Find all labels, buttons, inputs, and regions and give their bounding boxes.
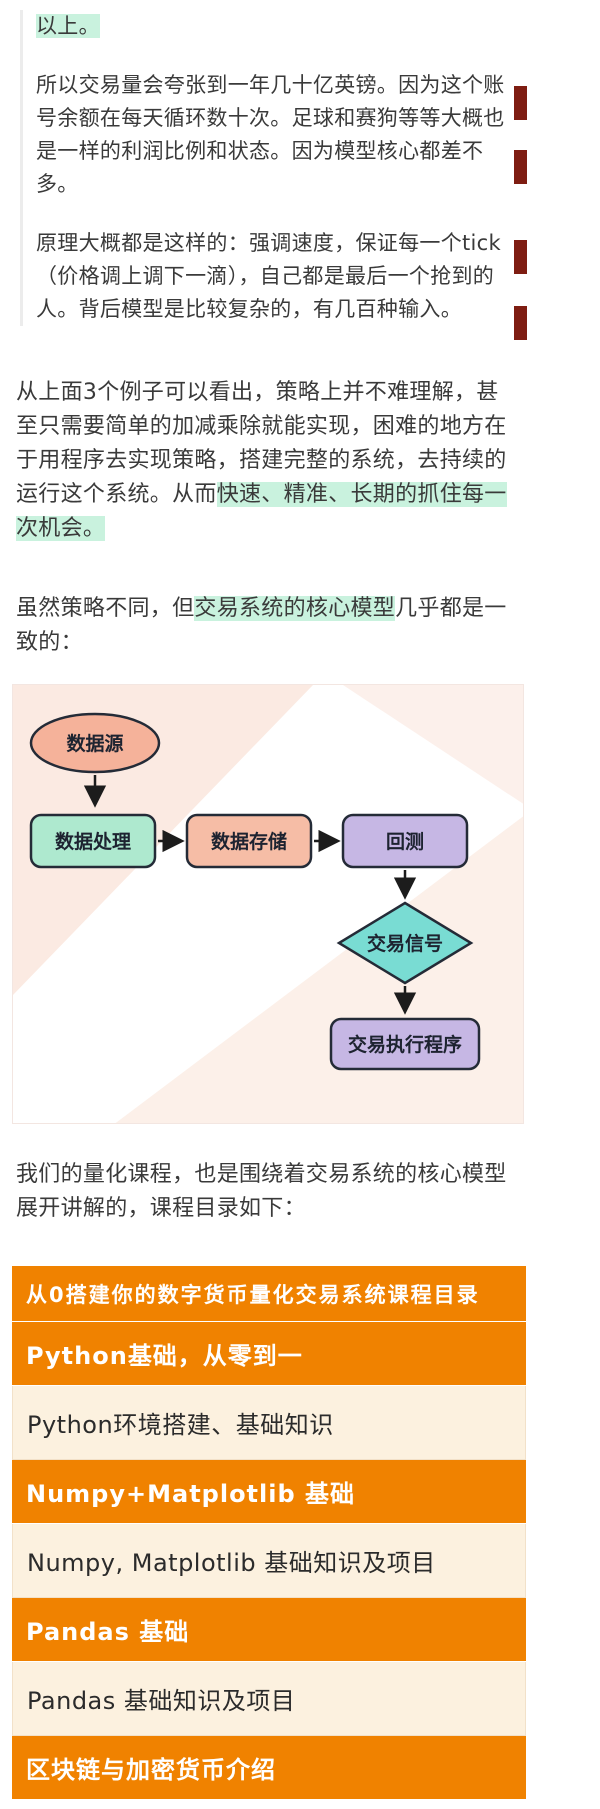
- course-item-label: Pandas 基础知识及项目: [27, 1687, 296, 1715]
- course-table-row: Python基础，从零到一: [12, 1322, 526, 1386]
- course-item-label: Numpy, Matplotlib 基础知识及项目: [27, 1549, 436, 1577]
- paragraph-course-intro: 我们的量化课程，也是围绕着交易系统的核心模型展开讲解的，课程目录如下：: [16, 1162, 507, 1221]
- course-table-row: Numpy, Matplotlib 基础知识及项目: [12, 1524, 526, 1598]
- flowchart-node-label: 数据存储: [211, 830, 287, 853]
- course-table-row: Pandas 基础知识及项目: [12, 1662, 526, 1736]
- paragraph-core-model-intro: 虽然策略不同，但交易系统的核心模型几乎都是一致的：: [16, 592, 514, 660]
- paragraph-examples-summary: 从上面3个例子可以看出，策略上并不难理解，甚至只需要简单的加减乘除就能实现，困难…: [16, 376, 514, 546]
- flowchart-node-backtest: [341, 813, 469, 869]
- edge-mark: [514, 86, 527, 120]
- flowchart-node-label: 交易信号: [367, 932, 443, 955]
- flowchart-node-data-storage: [185, 813, 313, 869]
- course-section-label: Numpy+Matplotlib 基础: [26, 1480, 356, 1508]
- course-table-row: Numpy+Matplotlib 基础: [12, 1460, 526, 1524]
- quote-line-1: 以上。: [36, 10, 520, 43]
- flowchart-node-data-processing: [29, 813, 157, 869]
- quote-block: 以上。 所以交易量会夸张到一年几十亿英镑。因为这个账号余额在每天循环数十次。足球…: [20, 10, 520, 326]
- trading-system-flowchart: 数据源 数据处理 数据存储 回测 交易信号 交易执行程序: [13, 685, 523, 1123]
- decorative-triangle: [343, 685, 523, 804]
- flowchart-node-trading-signal: [336, 901, 474, 985]
- course-section-label: Pandas 基础: [26, 1618, 190, 1646]
- course-item-label: Python环境搭建、基础知识: [27, 1411, 334, 1439]
- flowchart-card: 数据源 数据处理 数据存储 回测 交易信号 交易执行程序: [12, 684, 524, 1124]
- course-table-row: Pandas 基础: [12, 1598, 526, 1662]
- flowchart-node-label: 交易执行程序: [348, 1033, 462, 1056]
- course-table-row: Python环境搭建、基础知识: [12, 1386, 526, 1460]
- flowchart-node-data-source: [29, 712, 161, 774]
- course-table-header: 从0搭建你的数字货币量化交易系统课程目录: [12, 1266, 526, 1322]
- course-table-header-label: 从0搭建你的数字货币量化交易系统课程目录: [26, 1282, 480, 1307]
- course-section-label: Python基础，从零到一: [26, 1342, 303, 1370]
- course-table: 从0搭建你的数字货币量化交易系统课程目录 Python基础，从零到一 Pytho…: [12, 1266, 526, 1800]
- highlighted-text: 以上。: [36, 14, 100, 38]
- paragraph-text: 虽然策略不同，但: [16, 596, 195, 621]
- edge-mark: [514, 240, 527, 274]
- article-page: { "page": { "background": "#ffffff", "te…: [0, 10, 600, 1809]
- course-table-row: 区块链与加密货币介绍: [12, 1736, 526, 1800]
- flowchart-node-trade-executor: [329, 1017, 481, 1071]
- quote-paragraph-3: 原理大概都是这样的：强调速度，保证每一个tick（价格调上调下一滴），自己都是最…: [36, 231, 501, 321]
- flowchart-node-label: 数据处理: [55, 830, 131, 853]
- highlighted-text: 交易系统的核心模型: [194, 596, 396, 621]
- paragraph-text: 从上面3个例子可以看出，策略上并不难理解，甚至只需要简单的加减乘除就能实现，困难…: [16, 380, 507, 507]
- edge-mark: [514, 150, 527, 184]
- paragraph-text: 几乎都是一致的：: [16, 596, 507, 655]
- edge-mark: [514, 306, 527, 340]
- quote-paragraph-2: 所以交易量会夸张到一年几十亿英镑。因为这个账号余额在每天循环数十次。足球和赛狗等…: [36, 73, 505, 196]
- flowchart-node-label: 回测: [386, 831, 424, 853]
- course-section-label: 区块链与加密货币介绍: [26, 1756, 276, 1784]
- flowchart-node-label: 数据源: [66, 732, 123, 755]
